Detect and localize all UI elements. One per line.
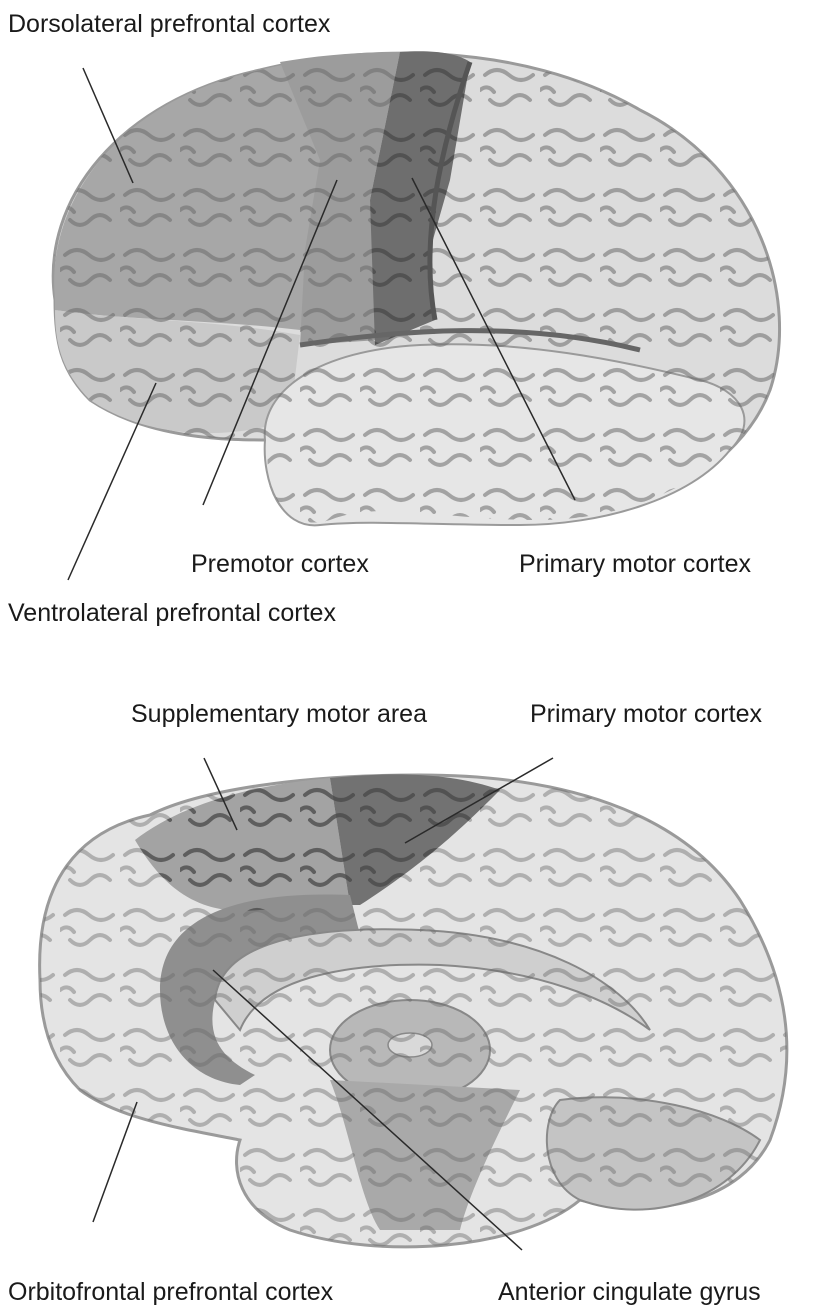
label-supplementary-motor: Supplementary motor area [131,702,427,727]
label-primary-motor-lateral: Primary motor cortex [519,552,751,577]
label-dorsolateral-prefrontal: Dorsolateral prefrontal cortex [8,12,330,37]
leader-orbitofrontal [93,1102,137,1222]
lateral-brain [53,51,779,525]
label-ventrolateral-prefrontal: Ventrolateral prefrontal cortex [8,601,336,626]
label-anterior-cingulate: Anterior cingulate gyrus [498,1280,761,1305]
medial-brain [40,774,787,1246]
label-primary-motor-medial: Primary motor cortex [530,702,762,727]
label-premotor: Premotor cortex [191,552,369,577]
label-orbitofrontal-prefrontal: Orbitofrontal prefrontal cortex [8,1280,333,1305]
